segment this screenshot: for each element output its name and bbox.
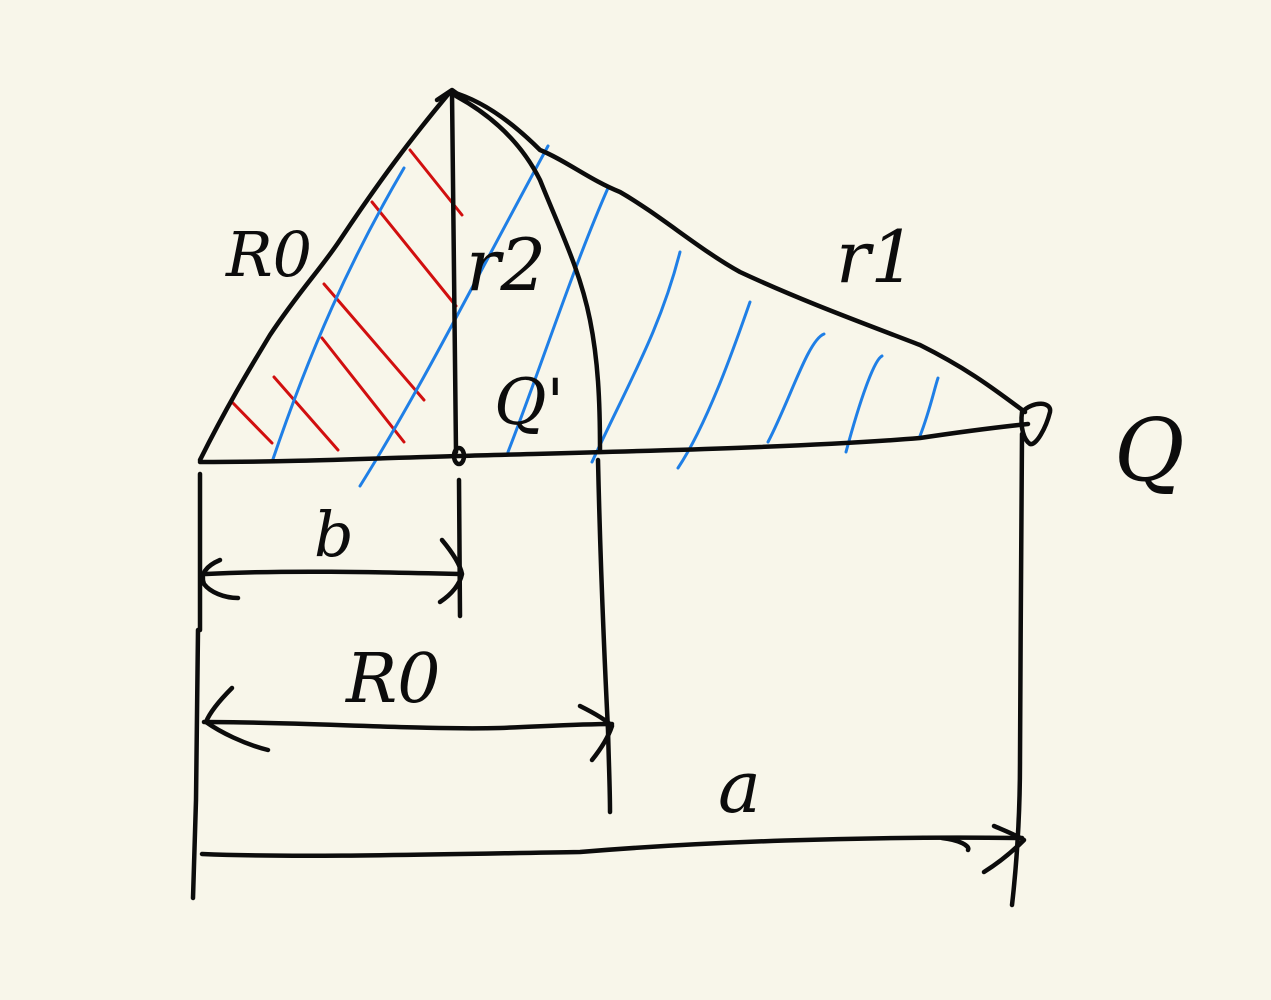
r0-dimension-line — [201, 719, 615, 731]
label-q-prime: Q' — [494, 366, 564, 440]
b-dimension-line — [203, 569, 463, 577]
dimension-lines — [190, 431, 1027, 908]
main-outline — [197, 87, 1053, 467]
blue-hatching — [270, 144, 940, 488]
labels: R0 r2 r1 Q' Q b R0 a — [225, 215, 1185, 829]
label-r2: r2 — [466, 223, 546, 307]
label-q: Q — [1114, 401, 1185, 501]
label-r0-arc: R0 — [225, 218, 312, 291]
inner-curve — [453, 93, 603, 453]
label-r1: r1 — [836, 215, 916, 299]
base-line — [197, 421, 1031, 465]
red-hatching — [230, 148, 464, 452]
label-a: a — [718, 745, 761, 829]
r0-arc — [197, 89, 453, 463]
q-prime-point — [451, 445, 467, 467]
label-b: b — [314, 498, 354, 571]
r2-line — [449, 89, 459, 455]
r1-arc — [449, 89, 1028, 415]
label-r0-dimension: R0 — [344, 640, 440, 719]
a-dimension-line — [199, 835, 1025, 858]
